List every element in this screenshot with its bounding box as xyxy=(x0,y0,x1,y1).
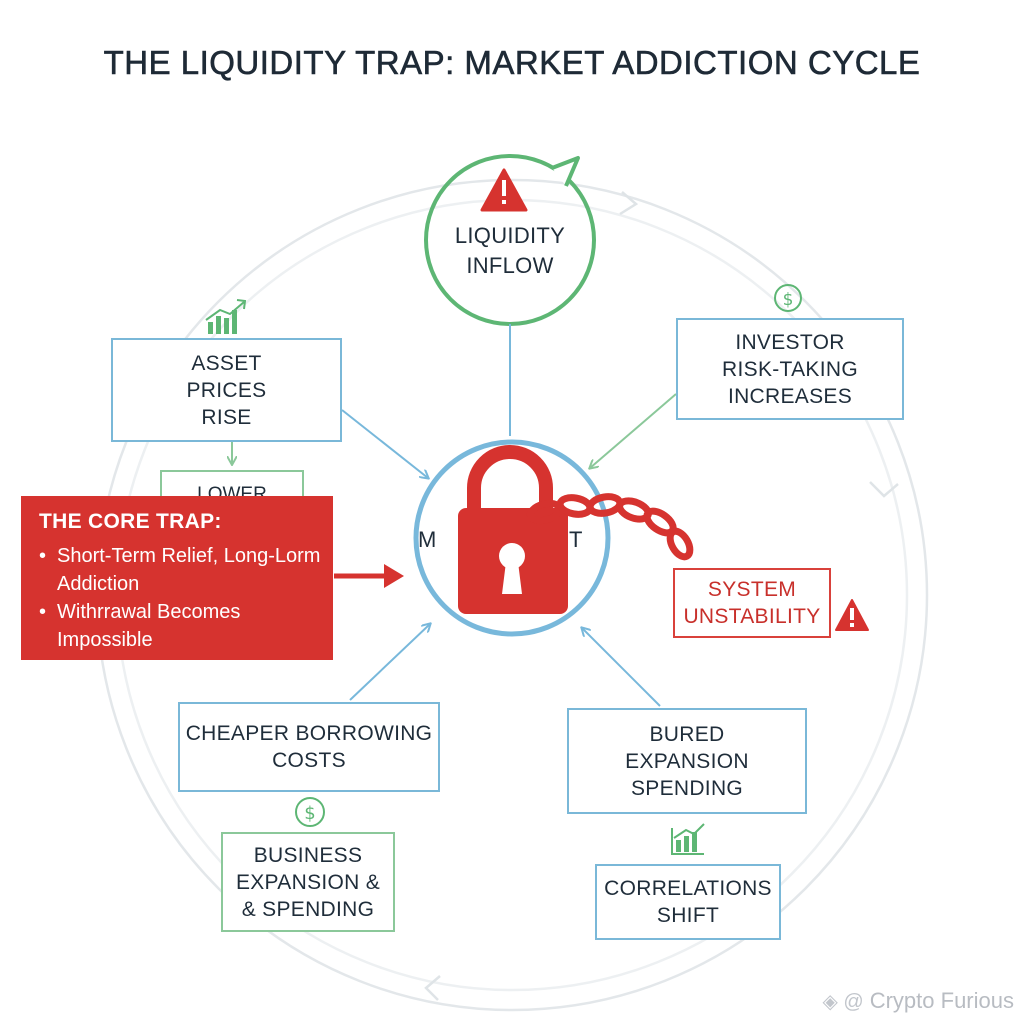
core-trap-item: • Short-Term Relief, Long-Lorm Addiction xyxy=(39,542,321,598)
center-label-left: M xyxy=(418,527,437,552)
node-liquidity-inflow: LIQUIDITY INFLOW xyxy=(440,218,580,284)
node-line: UNSTABILITY xyxy=(683,605,821,628)
chain-icon xyxy=(526,493,694,561)
node-line: RISE xyxy=(201,405,252,429)
node-line: EXPANSION & xyxy=(235,870,381,894)
watermark-text: Crypto Furious xyxy=(869,988,1014,1013)
warning-icon-small xyxy=(835,599,869,631)
node-line: SHIFT xyxy=(656,904,720,927)
node-correlations-shift: CORRELATIONS SHIFT xyxy=(595,864,781,940)
node-line: BUSINESS xyxy=(253,843,363,867)
ring-chevron-bottom xyxy=(424,975,441,1001)
node-line: COSTS xyxy=(272,749,346,772)
node-line: INCREASES xyxy=(727,384,853,408)
liquidity-cycle-arrowhead xyxy=(551,156,580,187)
node-line: CHEAPER BORROWING xyxy=(185,722,433,745)
core-trap-item-text: Short-Term Relief, Long-Lorm Addiction xyxy=(57,545,321,595)
padlock-icon xyxy=(458,445,568,614)
node-cheaper-borrowing-costs: CHEAPER BORROWING COSTS xyxy=(178,702,440,792)
node-bured-expansion-spending: BURED EXPANSION SPENDING xyxy=(567,708,807,814)
bullet-icon: • xyxy=(39,545,47,567)
watermark-logo-icon: ◈ @ xyxy=(822,991,864,1013)
ring-chevron-top xyxy=(619,191,639,216)
ring-chevron-right xyxy=(869,481,899,498)
arrow-asset-to-center xyxy=(341,409,428,478)
node-investor-risk-taking: INVESTOR RISK-TAKING INCREASES xyxy=(676,318,904,420)
node-line: LIQUIDITY xyxy=(454,223,566,248)
bullet-icon: • xyxy=(39,601,47,623)
growth-chart-icon xyxy=(205,299,247,334)
node-line: PRICES xyxy=(186,378,267,402)
arrow-investor-to-center xyxy=(590,393,677,468)
growth-chart-icon-bottom xyxy=(671,823,705,855)
warning-icon xyxy=(480,168,528,212)
arrow-borrowing-to-center xyxy=(349,624,430,701)
node-line: INVESTOR xyxy=(735,330,845,354)
page-title: THE LIQUIDITY TRAP: MARKET ADDICTION CYC… xyxy=(103,44,921,82)
core-trap-item: • Withrrawal Becomes Impossible xyxy=(39,598,321,654)
node-line: SPENDING xyxy=(630,776,744,800)
watermark: ◈ @Crypto Furious xyxy=(822,988,1014,1014)
dollar-coin-icon-bottom: $ xyxy=(295,797,325,827)
center-label-right: T xyxy=(569,527,583,552)
arrow-bured-to-center xyxy=(582,628,661,707)
node-line: CORRELATIONS xyxy=(604,877,772,900)
node-line: BURED xyxy=(649,722,725,746)
node-system-instability: SYSTEM UNSTABILITY xyxy=(673,568,831,638)
core-trap-item-text: Withrrawal Becomes Impossible xyxy=(57,601,241,651)
node-line: SYSTEM xyxy=(707,578,797,601)
node-line: INFLOW xyxy=(466,253,554,278)
dollar-coin-icon: $ xyxy=(774,284,802,312)
node-line: & SPENDING xyxy=(241,897,375,921)
core-trap-title: THE CORE TRAP: xyxy=(39,510,222,533)
node-line: RISK-TAKING xyxy=(722,357,858,381)
node-line: EXPANSION xyxy=(625,749,749,773)
core-trap-arrowhead xyxy=(384,564,404,588)
svg-text:$: $ xyxy=(304,803,315,824)
core-trap-panel: THE CORE TRAP: • Short-Term Relief, Long… xyxy=(21,496,333,660)
node-asset-prices-rise: ASSET PRICES RISE xyxy=(111,338,342,442)
node-business-expansion-spending: BUSINESS EXPANSION & & SPENDING xyxy=(221,832,395,932)
node-line: ASSET xyxy=(191,351,262,375)
ring-chevrons xyxy=(424,191,899,1001)
svg-text:$: $ xyxy=(783,290,794,310)
